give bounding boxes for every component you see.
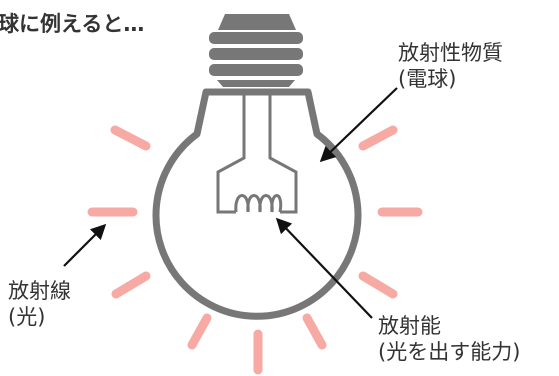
label-radioactive-material-line2: (電球) [398,67,457,91]
label-radiation-line2: (光) [8,305,46,329]
bulb-base [209,14,303,87]
label-radioactivity-line1: 放射能 [378,314,441,338]
label-radioactivity-line2: (光を出す能力) [378,340,521,364]
label-radioactivity: 放射能 (光を出す能力) [378,313,520,365]
label-radiation-line1: 放射線 [8,279,71,303]
ray-right-bottom [358,271,398,299]
arrow-to-bulb [319,87,398,163]
title: 球に例えると… [0,12,145,36]
ray-left-bottom [111,271,151,299]
ray-left-top [110,125,151,151]
arrow-to-filament [275,217,373,319]
light-rays [87,125,423,375]
filament [216,94,298,214]
label-radiation: 放射線 (光) [8,278,71,330]
label-radioactive-material-line1: 放射性物質 [398,41,503,65]
ray-right-top [358,125,398,151]
bulb-glass [152,88,362,320]
arrows [63,87,398,319]
ray-bottom-3 [302,313,327,350]
ray-bottom-1 [187,313,212,350]
label-radioactive-material: 放射性物質 (電球) [398,40,503,92]
arrow-to-ray [63,223,107,267]
